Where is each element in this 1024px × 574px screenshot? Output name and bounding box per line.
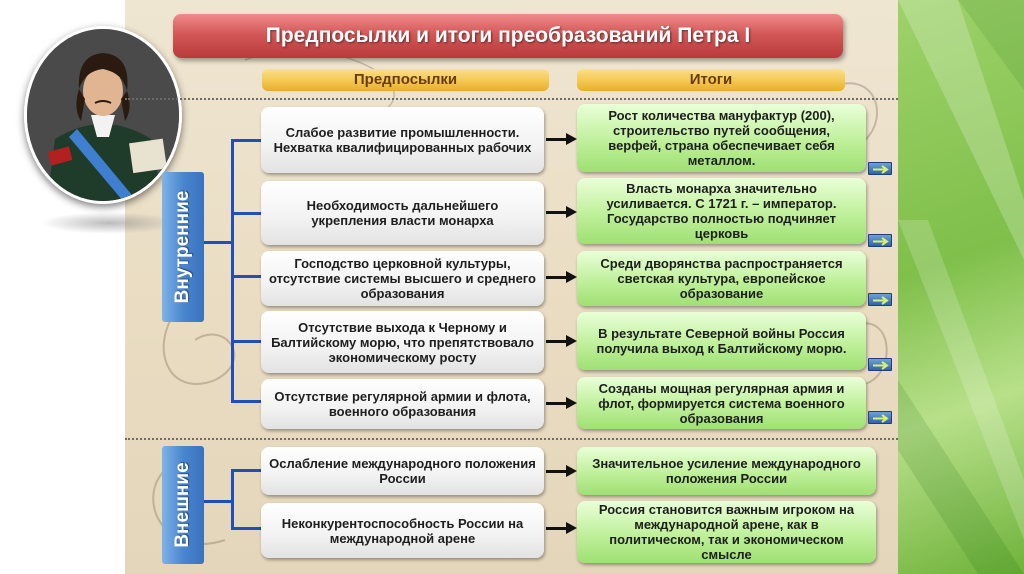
next-arrow-button[interactable]	[868, 162, 892, 175]
arrow-line	[546, 211, 566, 214]
arrow-right-icon	[566, 522, 577, 534]
cause-box: Слабое развитие промышленности. Нехватка…	[261, 107, 544, 173]
arrow-right-icon	[873, 361, 889, 370]
arrow-line	[546, 138, 566, 141]
arrow-line	[546, 527, 566, 530]
cause-box: Отсутствие выхода к Черному и Балтийском…	[261, 311, 544, 373]
arrow-right-icon	[873, 165, 889, 174]
column-header-causes: Предпосылки	[262, 69, 549, 91]
portrait-shadow	[40, 212, 180, 234]
connector-branch	[231, 275, 261, 278]
arrow-line	[546, 340, 566, 343]
connector-branch	[231, 340, 261, 343]
result-box: Россия становится важным игроком на межд…	[577, 501, 876, 563]
arrow-line	[546, 276, 566, 279]
green-decorative-panel	[898, 0, 1024, 574]
next-arrow-button[interactable]	[868, 411, 892, 424]
connector-branch	[231, 527, 261, 530]
cause-box: Необходимость дальнейшего укрепления вла…	[261, 181, 544, 245]
arrow-right-icon	[873, 237, 889, 246]
group-label-external: Внешние	[162, 446, 204, 564]
next-arrow-button[interactable]	[868, 293, 892, 306]
connector-internal-stub	[204, 241, 234, 244]
column-header-results: Итоги	[577, 69, 845, 91]
result-box: Значительное усиление международного пол…	[577, 447, 876, 495]
page-title: Предпосылки и итоги преобразований Петра…	[173, 14, 843, 58]
result-box: Среди дворянства распространяется светск…	[577, 251, 866, 306]
portrait-of-peter-the-great-icon	[24, 26, 182, 204]
cause-box: Отсутствие регулярной армии и флота, вое…	[261, 379, 544, 429]
arrow-right-icon	[566, 465, 577, 477]
result-box: В результате Северной войны Россия получ…	[577, 312, 866, 370]
connector-branch	[231, 469, 261, 472]
result-box: Власть монарха значительно усиливается. …	[577, 178, 866, 244]
arrow-right-icon	[873, 414, 889, 423]
connector-external-stub	[204, 500, 234, 503]
cause-box: Неконкурентоспособность России на междун…	[261, 503, 544, 558]
arrow-line	[546, 402, 566, 405]
next-arrow-button[interactable]	[868, 358, 892, 371]
arrow-line	[546, 470, 566, 473]
connector-branch	[231, 400, 261, 403]
next-arrow-button[interactable]	[868, 234, 892, 247]
arrow-right-icon	[566, 271, 577, 283]
arrow-right-icon	[873, 296, 889, 305]
connector-branch	[231, 212, 261, 215]
connector-branch	[231, 139, 261, 142]
cause-box: Господство церковной культуры, отсутстви…	[261, 251, 544, 306]
separator-dotted	[125, 438, 898, 440]
group-label-internal: Внутренние	[162, 172, 204, 322]
separator-dotted	[125, 98, 898, 100]
arrow-right-icon	[566, 397, 577, 409]
result-box: Рост количества мануфактур (200), строит…	[577, 104, 866, 172]
arrow-right-icon	[566, 335, 577, 347]
connector-external-vertical	[231, 469, 234, 530]
result-box: Созданы мощная регулярная армия и флот, …	[577, 377, 866, 429]
cause-box: Ослабление международного положения Росс…	[261, 447, 544, 495]
arrow-right-icon	[566, 133, 577, 145]
arrow-right-icon	[566, 206, 577, 218]
connector-internal-vertical	[231, 139, 234, 403]
